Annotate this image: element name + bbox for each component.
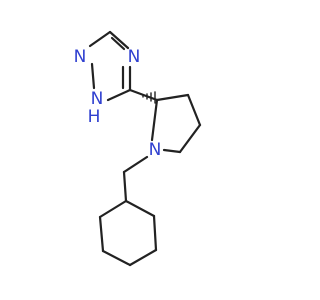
bond-triazole-n2h-n1 (90, 62, 96, 90)
bond-cyclohexane-6 (98, 199, 128, 219)
bond-cyclohexane-3 (128, 248, 158, 267)
molecule-canvas: N N N H N (73, 30, 202, 267)
stereo-hashed-wedge (142, 91, 156, 104)
atom-label-h: H (88, 107, 101, 127)
bond-pyrrolidine-c2-c3 (155, 93, 190, 102)
atom-label-n: N (128, 47, 141, 67)
bond-pyrrolidine-c4-c5 (178, 123, 202, 154)
bond-cyclohexane-1 (124, 199, 156, 218)
atom-nh-triazole: N H (88, 89, 104, 127)
bond-cyclohexane-2 (152, 214, 158, 252)
bond-n-to-ch2 (122, 155, 149, 174)
structure-diagram: N N N H N (74, 30, 202, 267)
bond-triazole-c3-n2h (106, 88, 132, 102)
atom-label-n: N (74, 47, 87, 67)
bond-triazole-c5-n4-double (110, 36, 126, 51)
bond-cyclohexane-4 (101, 249, 132, 267)
atom-n-pyrrolidine: N (149, 140, 162, 160)
bond-triazole-n1-c5 (88, 30, 112, 48)
atom-label-n: N (91, 89, 104, 109)
bond-pyrrolidine-c3-c4 (186, 93, 202, 127)
atom-n-triazole-2: N (128, 47, 141, 67)
bond-triazole-c5-n4 (108, 30, 130, 50)
bond-cyclohexane-5 (98, 215, 105, 253)
atom-label-n: N (149, 140, 162, 160)
bond-ch2-to-cyclohexyl (122, 170, 128, 203)
bond-pyrrolidine-c5-n1 (162, 148, 182, 154)
atom-n-triazole-1: N (74, 47, 87, 67)
bond-pyrrolidine-n1-c2 (150, 98, 159, 142)
